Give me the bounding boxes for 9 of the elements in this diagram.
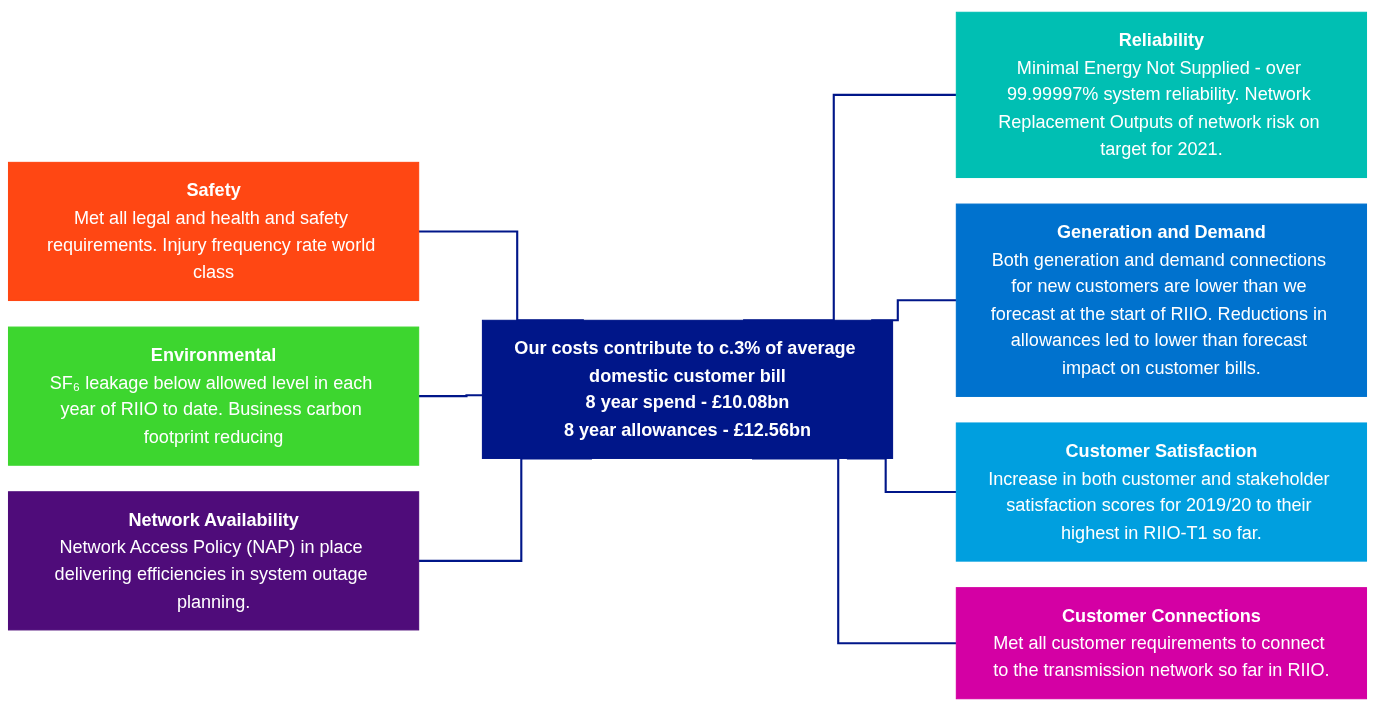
node-box: Customer Satisfaction Increase in both customer and stakeholder satisfaction scores for 2019/20 to their highest in RIIO-T1 so far.	[955, 422, 1368, 562]
node-box: Safety Met all legal and health and safety requirements. Injury frequency rate world class	[7, 161, 420, 302]
node-box: Reliability Minimal Energy Not Supplied - over 99.99997% system reliability. Network Replacement Outputs of network risk on target for 2021.	[955, 11, 1368, 179]
node-box: Customer Connections Met all customer requirements to connect to the transmission network so far in RIIO.	[955, 587, 1368, 700]
node-box: Our costs contribute to c.3% of average domestic customer bill 8 year spend - £10.08bn 8 year allowances - £12.56bn	[481, 319, 894, 459]
node-box: Generation and Demand Both generation and demand connections for new customers are lower than we forecast at the start of RIIO. Reductions in allowances led to lower than forecast impact on customer bills.	[955, 203, 1368, 397]
node-box: Environmental SF₆ leakage below allowed level in each year of RIIO to date. Business carbon footprint reducing	[7, 326, 420, 466]
connector	[418, 394, 483, 398]
node-box: Network Availability Network Access Policy (NAP) in place delivering efficiencies in system outage planning.	[7, 491, 420, 631]
